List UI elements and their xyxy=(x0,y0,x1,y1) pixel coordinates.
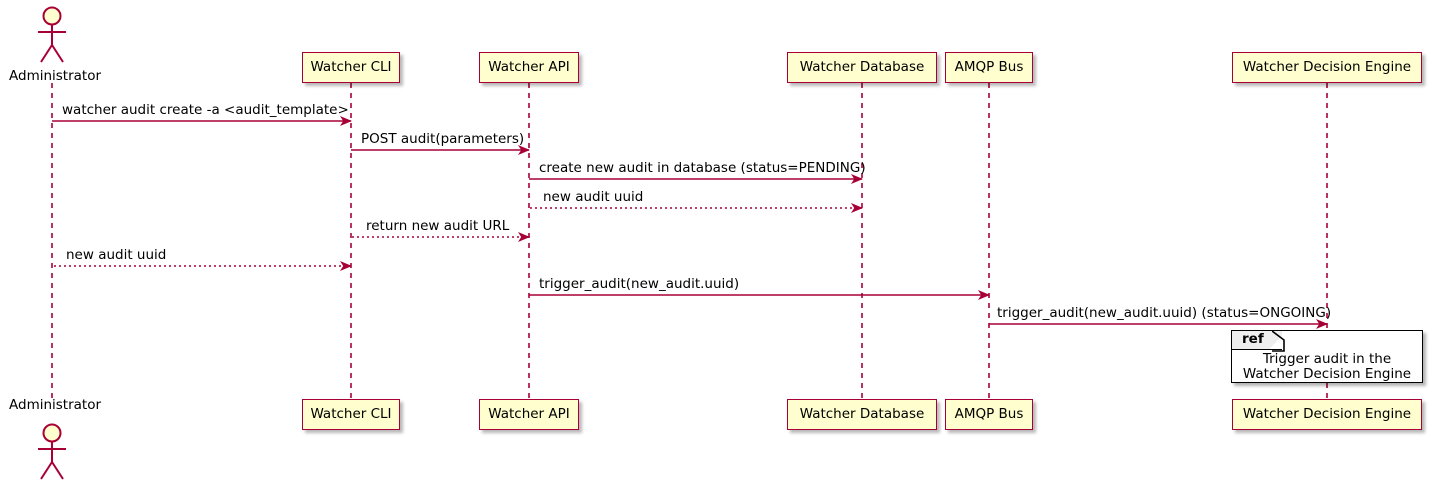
actor-head xyxy=(42,423,62,443)
participant-label-amqp: AMQP Bus xyxy=(954,405,1024,422)
actor-label-admin-top[interactable]: Administrator xyxy=(9,68,102,84)
messages-group xyxy=(52,116,1328,329)
participant-label-api: Watcher API xyxy=(488,405,570,422)
actor-right-leg xyxy=(51,461,64,480)
message-label-8: trigger_audit(new_audit.uuid) (status=ON… xyxy=(997,305,1332,321)
actor-figures-group xyxy=(38,6,66,480)
participant-de-top[interactable]: Watcher Decision Engine xyxy=(1232,52,1422,83)
message-label-6: new audit uuid xyxy=(66,247,167,263)
ref-fragment-keyword: ref xyxy=(1242,331,1264,347)
participant-api-bottom[interactable]: Watcher API xyxy=(479,399,579,430)
message-label-5: return new audit URL xyxy=(366,218,510,234)
participant-db-bottom[interactable]: Watcher Database xyxy=(787,399,937,430)
participant-db-top[interactable]: Watcher Database xyxy=(787,52,937,83)
participant-label-cli: Watcher CLI xyxy=(310,58,392,75)
message-label-4: new audit uuid xyxy=(543,189,644,205)
participant-label-de: Watcher Decision Engine xyxy=(1242,58,1412,75)
message-label-3: create new audit in database (status=PEN… xyxy=(539,160,866,176)
actor-left-leg xyxy=(40,44,53,63)
actor-figure-admin xyxy=(38,423,66,480)
actor-right-leg xyxy=(51,44,64,63)
participant-label-cli: Watcher CLI xyxy=(310,405,392,422)
actor-left-leg xyxy=(40,461,53,480)
participant-de-bottom[interactable]: Watcher Decision Engine xyxy=(1232,399,1422,430)
participant-label-amqp: AMQP Bus xyxy=(954,58,1024,75)
lifelines-group xyxy=(51,83,1328,399)
message-label-2: POST audit(parameters) xyxy=(361,131,525,147)
ref-tab-notch xyxy=(1271,330,1285,352)
ref-fragment-tab xyxy=(1232,331,1282,350)
participant-cli-top[interactable]: Watcher CLI xyxy=(302,52,400,83)
actor-label-admin-bottom[interactable]: Administrator xyxy=(9,397,102,413)
participant-label-db: Watcher Database xyxy=(799,58,925,75)
participant-amqp-bottom[interactable]: AMQP Bus xyxy=(945,399,1033,430)
ref-fragment-line-1: Trigger audit in the xyxy=(1262,351,1392,367)
participant-cli-bottom[interactable]: Watcher CLI xyxy=(302,399,400,430)
ref-fragment-line-2: Watcher Decision Engine xyxy=(1242,366,1412,382)
participant-api-top[interactable]: Watcher API xyxy=(479,52,579,83)
actor-head xyxy=(42,6,62,26)
participant-label-api: Watcher API xyxy=(488,58,570,75)
message-label-7: trigger_audit(new_audit.uuid) xyxy=(539,276,740,292)
participant-label-de: Watcher Decision Engine xyxy=(1242,405,1412,422)
message-label-1: watcher audit create -a <audit_template> xyxy=(62,102,349,118)
actor-figure-admin xyxy=(38,6,66,63)
participant-amqp-top[interactable]: AMQP Bus xyxy=(945,52,1033,83)
participant-label-db: Watcher Database xyxy=(799,405,925,422)
